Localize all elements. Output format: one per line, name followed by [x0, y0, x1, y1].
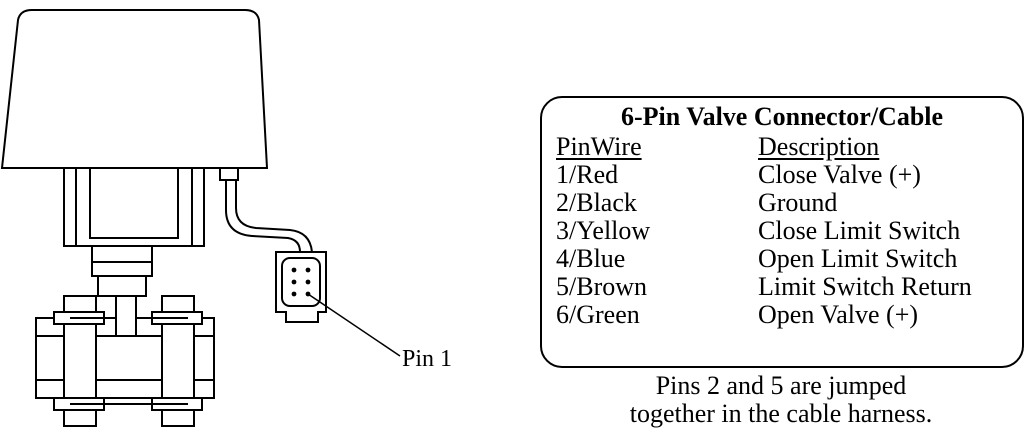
pin-wire-cell: 6/Green: [556, 300, 640, 329]
actuator-housing: [0, 9, 269, 169]
connector-table: 6-Pin Valve Connector/Cable PinWire Desc…: [540, 96, 1024, 368]
cable-gland: [219, 167, 239, 181]
stem-key: [115, 295, 137, 337]
description-cell: Open Limit Switch: [758, 244, 958, 273]
connector-pin: [291, 279, 297, 285]
table-title: 6-Pin Valve Connector/Cable: [620, 102, 944, 131]
description-cell: Close Valve (+): [758, 160, 921, 189]
pin-wire-cell: 2/Black: [556, 188, 637, 217]
valve-cable: [225, 180, 301, 253]
pin-wire-cell: 4/Blue: [556, 244, 626, 273]
jumper-note-line1: Pins 2 and 5 are jumped: [655, 371, 907, 400]
description-cell: Close Limit Switch: [758, 216, 961, 245]
jumper-note: Pins 2 and 5 are jumped together in the …: [546, 372, 1016, 428]
jumper-note-line2: together in the cable harness.: [629, 399, 933, 428]
connector-pin: [291, 291, 297, 297]
pin-wire-cell: 1/Red: [556, 160, 619, 189]
connector-pin: [291, 267, 297, 273]
valve-neck: [91, 245, 153, 263]
pin1-label: Pin 1: [402, 346, 453, 372]
connector-pin: [305, 267, 311, 273]
description-cell: Ground: [758, 188, 838, 217]
valve-actuator-drawing: [0, 9, 401, 427]
description-column-header: Description: [758, 132, 880, 161]
connector-pin: [305, 279, 311, 285]
pinwire-column-header: PinWire: [556, 132, 642, 161]
pin-wire-cell: 3/Yellow: [556, 216, 651, 245]
pin1-leader-line: [307, 293, 401, 357]
description-cell: Open Valve (+): [758, 300, 919, 329]
pin-wire-cell: 5/Brown: [556, 272, 647, 301]
description-cell: Limit Switch Return: [758, 272, 972, 301]
